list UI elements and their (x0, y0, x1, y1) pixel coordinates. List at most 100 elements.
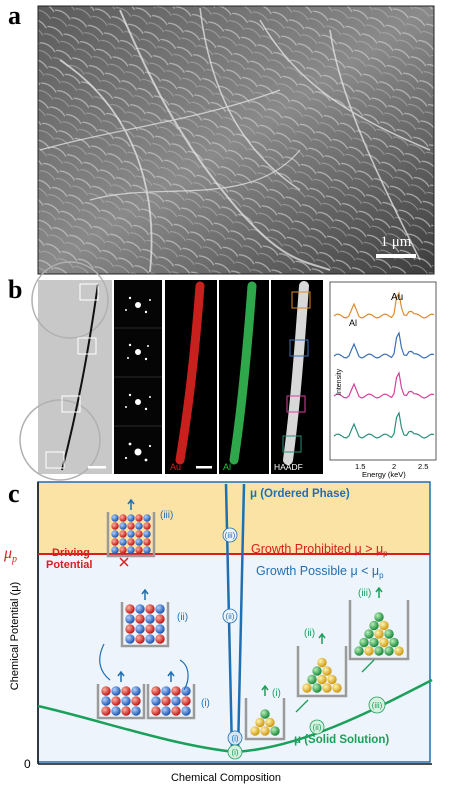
atom (135, 522, 143, 530)
atom (119, 538, 127, 546)
ordered-stack-i-a (96, 670, 146, 720)
growth-arrow-icon (167, 670, 175, 682)
atom (111, 706, 121, 716)
atom (111, 538, 119, 546)
svg-text:(iii): (iii) (372, 701, 383, 710)
atom (317, 657, 327, 668)
atom (111, 686, 121, 696)
origin-label: 0 (24, 757, 31, 771)
atom (135, 538, 143, 546)
container (244, 698, 286, 741)
atom (121, 686, 131, 696)
atom (111, 522, 119, 530)
atom (171, 696, 181, 706)
scale-bar-label: 1 μm (381, 234, 412, 250)
growth-arrow-icon (261, 684, 269, 696)
atom (181, 706, 191, 716)
atom (145, 614, 155, 624)
atom (327, 674, 337, 685)
atom (384, 629, 394, 639)
atom (125, 624, 135, 634)
atom (111, 514, 119, 522)
transition-arrow-left (99, 643, 111, 681)
spectrum-series-3 (333, 371, 435, 399)
atom (171, 706, 181, 716)
atom (101, 686, 111, 696)
nanowire (61, 283, 99, 471)
peak-al-label: Al (349, 318, 357, 328)
atom (384, 646, 394, 656)
ordered-stage-ii-label: (ii) (177, 612, 188, 623)
atom (312, 666, 322, 676)
growth-possible-label: Growth Possible μ < μp (256, 564, 384, 580)
eds-spectrum: Al Au Intensity 1.5 2 2.5 Energy (keV) (329, 281, 437, 479)
atom (260, 726, 270, 736)
atom (127, 514, 135, 522)
container (296, 646, 348, 698)
atom (312, 683, 322, 693)
svg-text:(ii): (ii) (313, 723, 322, 732)
atom (127, 546, 135, 554)
mu-p-label: μp (3, 545, 17, 565)
atom (302, 683, 312, 693)
atom (135, 604, 145, 614)
atom (155, 604, 165, 614)
atom (135, 614, 145, 624)
atom (119, 514, 127, 522)
svg-text:(i): (i) (231, 734, 238, 743)
container (106, 512, 156, 558)
growth-arrow-icon (117, 670, 125, 682)
atom (143, 546, 151, 554)
prohibited-region (38, 482, 430, 554)
spectrum-xtick-1: 1.5 (355, 462, 365, 471)
atom (250, 726, 260, 736)
atom (161, 696, 171, 706)
atom (171, 686, 181, 696)
solid-stage-iii-label: (iii) (358, 588, 371, 599)
scale-bar (376, 254, 416, 258)
panel-label-c: c (8, 479, 20, 508)
container (146, 684, 196, 720)
container (96, 684, 146, 720)
atom (151, 686, 161, 696)
peak-au-label: Au (391, 292, 403, 303)
haadf-map-label: HAADF (274, 462, 303, 472)
atom (127, 538, 135, 546)
solid-stack-iii (348, 586, 410, 661)
atom (322, 683, 332, 693)
svg-text:(iii): (iii) (225, 531, 236, 540)
atom (125, 634, 135, 644)
au-map-label: Au (170, 462, 181, 472)
panel-c: 0 Chemical Potential (μ) Chemical Compos… (3, 481, 433, 784)
atom (145, 634, 155, 644)
solid-stage-ii-label: (ii) (304, 628, 315, 639)
ordered-stage-markers: (iii) (ii) (i) (i) (222, 527, 243, 760)
atom (131, 686, 141, 696)
atom (317, 674, 327, 685)
atom (131, 706, 141, 716)
atom (111, 546, 119, 554)
atom (125, 614, 135, 624)
atom (265, 717, 275, 728)
container (120, 602, 170, 648)
atom (135, 514, 143, 522)
atom (374, 629, 384, 639)
solid-arrow-1 (295, 699, 309, 713)
atom (155, 634, 165, 644)
atom (379, 637, 389, 648)
atom (161, 686, 171, 696)
y-axis-label: Chemical Potential (μ) (9, 582, 21, 690)
atom (101, 706, 111, 716)
panel-b: Au Al HAADF Al Au Intensity 1.5 2 2.5 En… (19, 261, 437, 481)
atom (374, 646, 384, 656)
atom (127, 522, 135, 530)
ordered-stack-ii (120, 588, 170, 648)
atom (135, 546, 143, 554)
atom (155, 624, 165, 634)
ordered-stack-i-b (146, 670, 196, 720)
atom (143, 538, 151, 546)
ordered-phase-label: μ (Ordered Phase) (250, 488, 350, 500)
atom (143, 514, 151, 522)
svg-text:(i): (i) (231, 748, 238, 757)
